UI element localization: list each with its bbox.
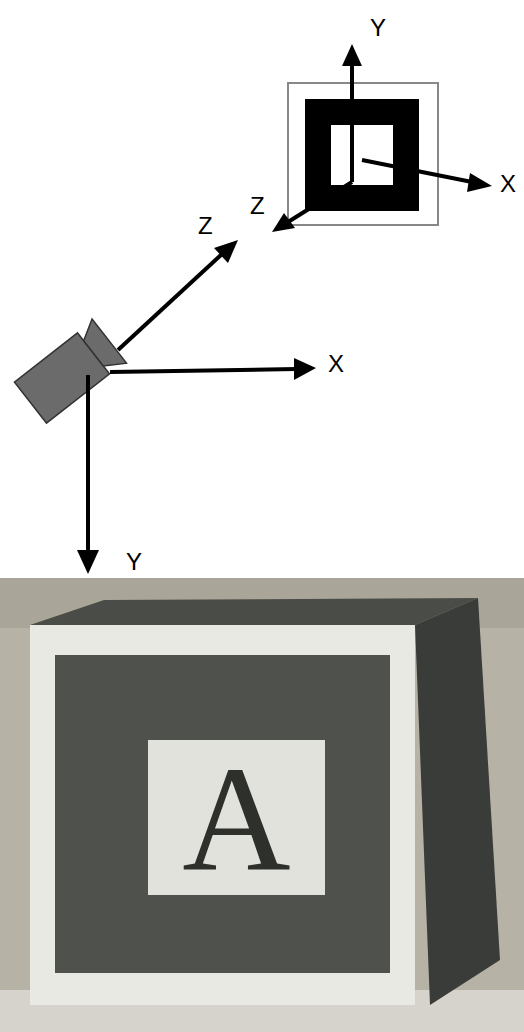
axis-label: Y (370, 16, 386, 40)
axis-label: Z (198, 214, 213, 238)
axis-label: X (328, 352, 344, 376)
marker-arrowheads (272, 44, 492, 232)
axis-label: Z (250, 194, 265, 218)
marker-outline (288, 83, 438, 225)
marker-axes (288, 62, 472, 222)
marker-square (318, 112, 406, 198)
marker-letter: A (182, 743, 290, 893)
cube-photo (0, 578, 524, 1032)
axis-label: Y (126, 550, 142, 574)
camera-symbol (13, 319, 126, 425)
camera-arrowheads (77, 240, 316, 574)
camera-axes (88, 254, 296, 552)
axis-label: X (500, 172, 516, 196)
